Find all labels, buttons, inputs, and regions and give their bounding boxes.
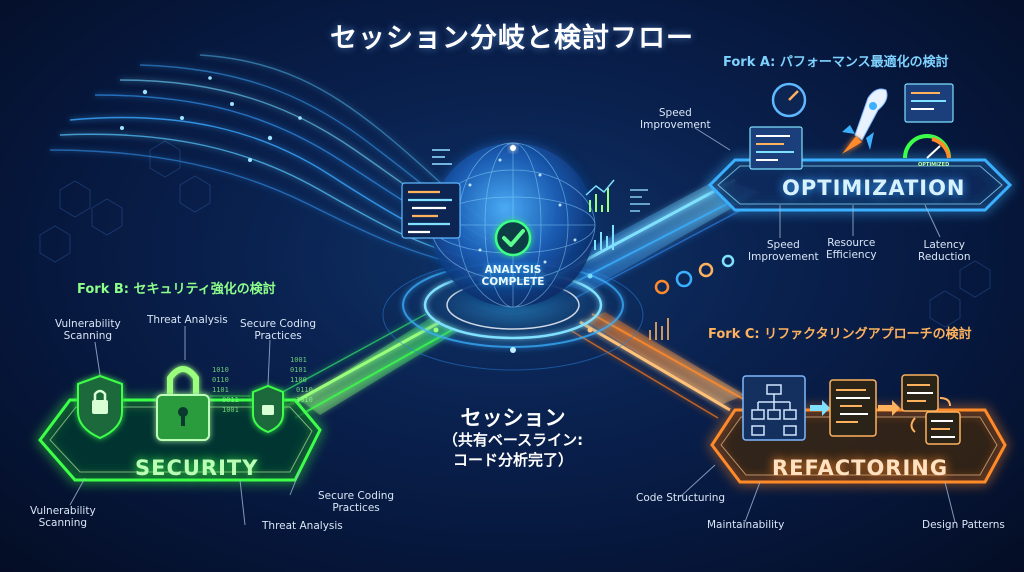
secure-coding-top: Secure Coding Practices	[240, 318, 316, 342]
session-title: セッション	[460, 406, 566, 430]
design-patterns: Design Patterns	[922, 519, 1005, 531]
svg-text:1010: 1010	[212, 366, 229, 374]
callout-line: Scanning	[38, 517, 88, 529]
lock-icon	[156, 366, 210, 441]
callout-line: Efficiency	[826, 249, 877, 261]
callout-line: Reduction	[918, 251, 971, 263]
callout-line: Improvement	[748, 251, 819, 263]
callout-line: Latency	[923, 239, 965, 251]
code-structuring: Code Structuring	[636, 492, 726, 504]
mini-charts	[432, 149, 650, 250]
globe	[430, 142, 596, 308]
svg-text:1100: 1100	[290, 376, 307, 384]
fork-a-heading: Fork A: パフォーマンス最適化の検討	[723, 55, 949, 70]
callout-line: Improvement	[640, 119, 711, 131]
callout-line: Speed	[658, 107, 692, 119]
analysis-line: ANALYSIS	[484, 264, 542, 276]
speed-improvement-bottom: Speed Improvement	[748, 239, 819, 263]
callout-line: Scanning	[63, 330, 113, 342]
page-title: セッション分岐と検討フロー	[330, 23, 694, 54]
svg-text:1001: 1001	[222, 406, 239, 414]
fork-c-heading: Fork C: リファクタリングアプローチの検討	[708, 327, 972, 342]
session-subtitle-line2: コード分析完了）	[452, 451, 573, 469]
rocket-icon	[842, 88, 888, 154]
mini-dials	[654, 254, 735, 295]
beam-fork-c	[569, 312, 746, 419]
complete-line: COMPLETE	[481, 276, 545, 288]
platform-optimization	[707, 82, 1013, 212]
code-panel-left	[401, 182, 461, 239]
svg-text:0101: 0101	[290, 366, 307, 374]
refactoring-label: REFACTORING	[772, 456, 949, 480]
svg-text:1001: 1001	[290, 356, 307, 364]
svg-text:0011: 0011	[222, 396, 239, 404]
platform-security: 1010 0110 1101 0011 1001 1001 0101 1100 0110 1…	[38, 356, 322, 482]
optimization-label: OPTIMIZATION	[782, 176, 966, 200]
gauge-icon	[903, 134, 951, 159]
callout-line: Speed	[766, 239, 800, 251]
callout-line: Secure Coding	[240, 318, 317, 330]
beam-fork-b	[267, 313, 460, 419]
vulnerability-scanning-top: Vulnerability Scanning	[55, 318, 121, 342]
session-subtitle: （共有ベースライン: コード分析完了）	[400, 430, 626, 470]
security-label: SECURITY	[135, 456, 259, 480]
svg-text:0110: 0110	[212, 376, 229, 384]
callout-line: Resource	[827, 237, 876, 249]
platform-refactoring	[649, 318, 1007, 484]
latency-reduction: Latency Reduction	[918, 239, 971, 263]
svg-text:1101: 1101	[212, 386, 229, 394]
session-subtitle-line1: （共有ベースライン:	[442, 431, 584, 449]
callout-line: Practices	[332, 502, 380, 514]
speed-improvement-top: Speed Improvement	[640, 107, 711, 131]
threat-analysis-top: Threat Analysis	[147, 314, 228, 326]
svg-text:0110: 0110	[296, 386, 313, 394]
fork-b-heading: Fork B: セキュリティ強化の検討	[77, 282, 276, 297]
analysis-complete-badge: ANALYSIS COMPLETE	[458, 264, 568, 288]
callout-lines	[69, 127, 956, 526]
hex-pattern	[39, 140, 991, 328]
threat-analysis-bottom: Threat Analysis	[262, 520, 343, 532]
vulnerability-scanning-bottom: Vulnerability Scanning	[30, 505, 96, 529]
callout-line: Practices	[254, 330, 302, 342]
callout-line: Vulnerability	[30, 505, 96, 517]
stream-dots	[120, 76, 302, 162]
svg-text:1010: 1010	[296, 396, 313, 404]
gauge-caption: OPTIMIZED	[918, 162, 950, 168]
callout-line: Vulnerability	[55, 318, 121, 330]
callout-line: Secure Coding	[318, 490, 395, 502]
maintainability: Maintainability	[707, 519, 785, 531]
secure-coding-bottom: Secure Coding Practices	[318, 490, 394, 514]
resource-efficiency: Resource Efficiency	[826, 237, 877, 261]
